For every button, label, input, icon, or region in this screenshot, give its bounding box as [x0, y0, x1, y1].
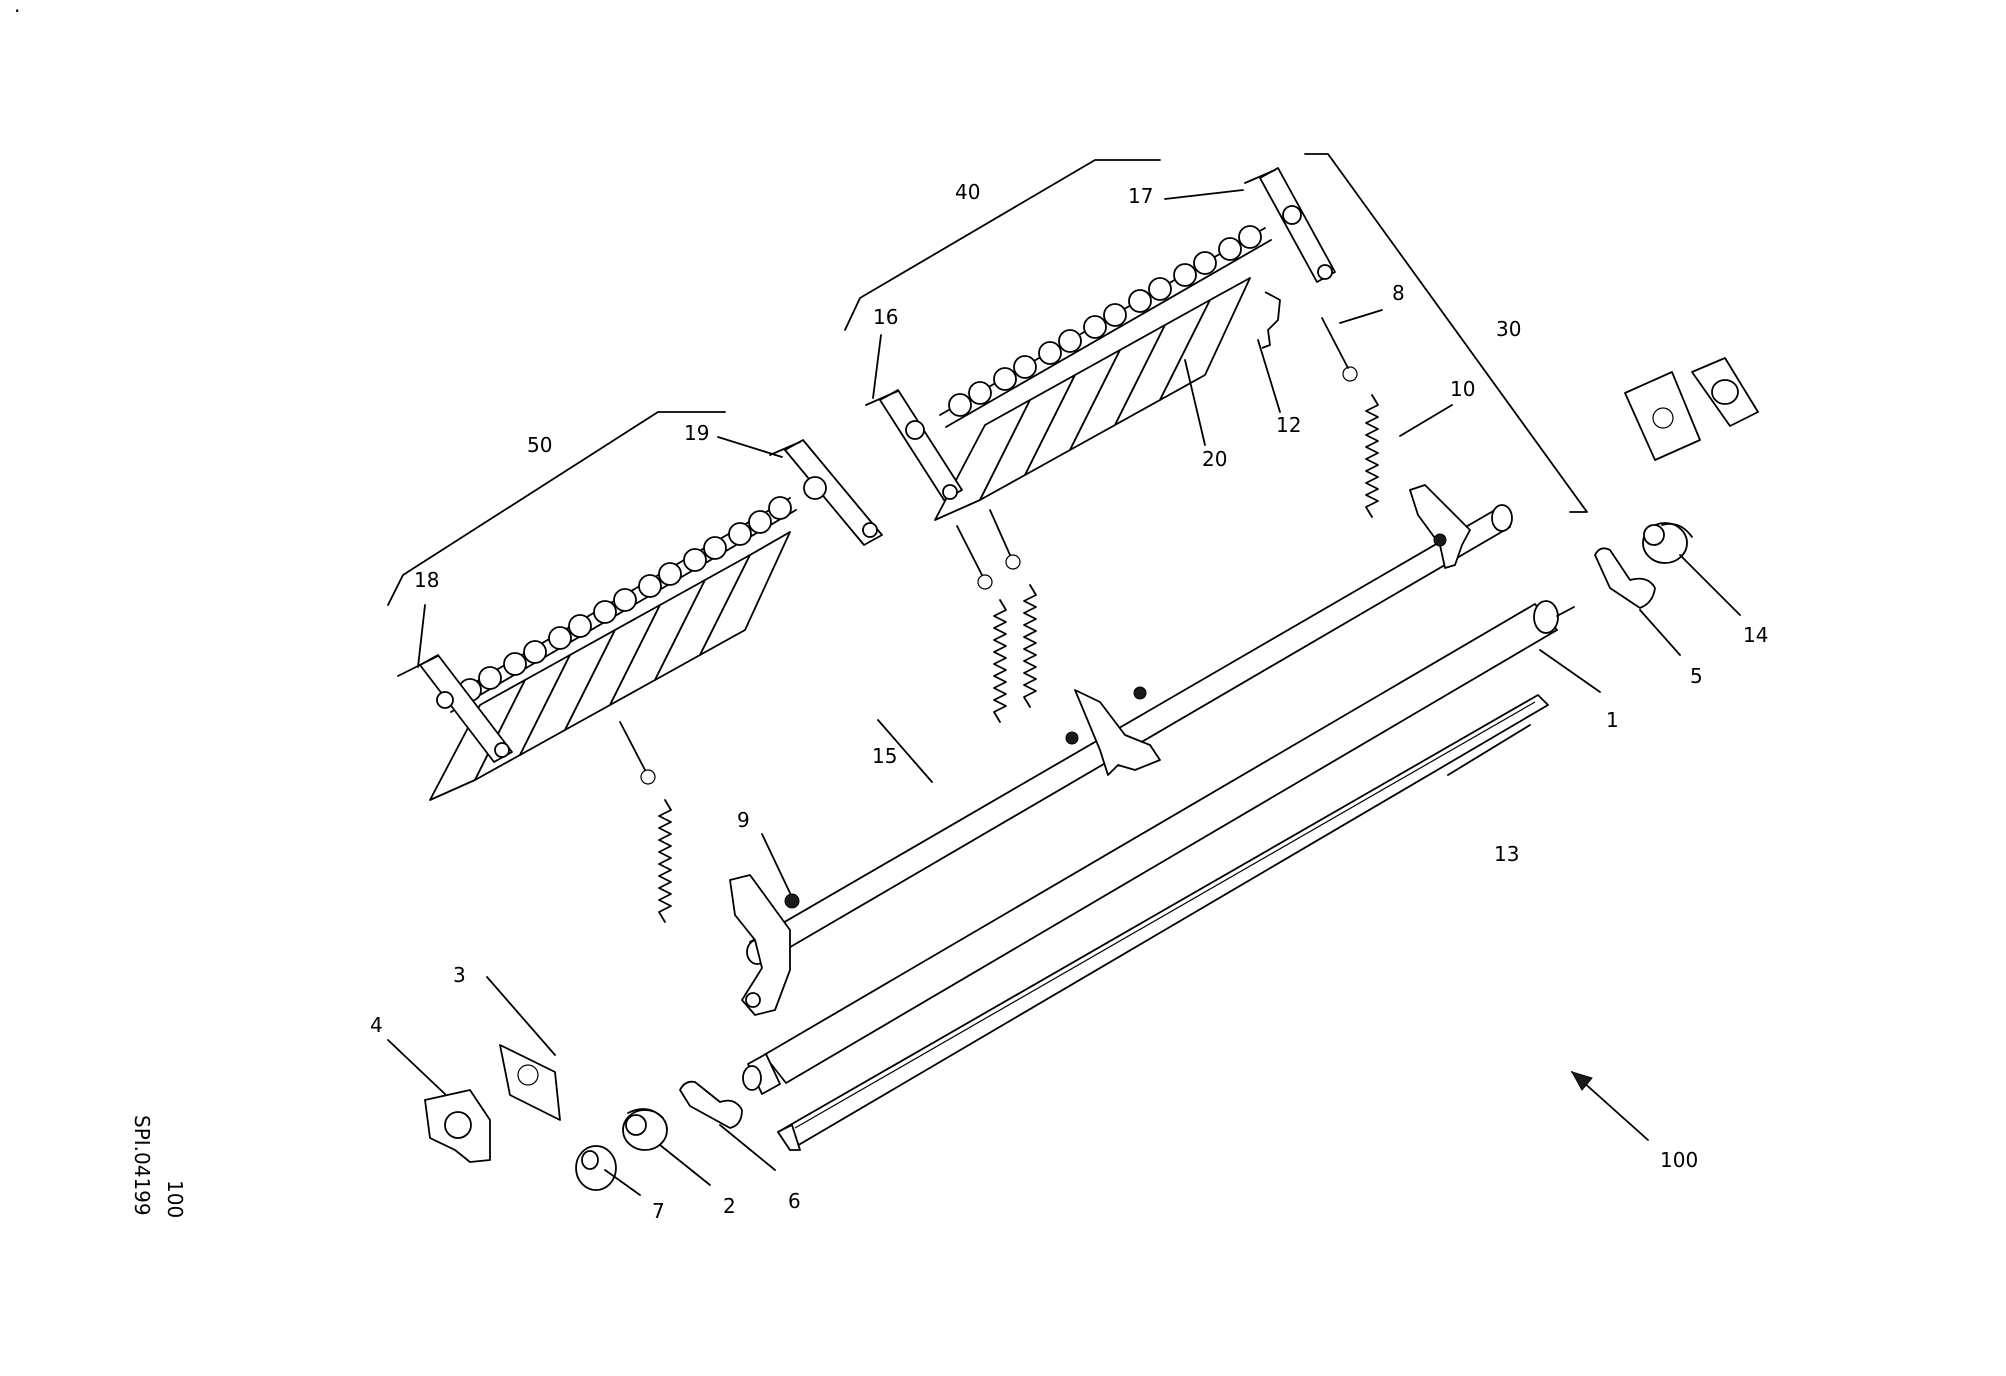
coil-spring-row	[948, 225, 1262, 417]
callout-7: 7	[652, 1199, 665, 1223]
assembly-bracket-50	[387, 411, 726, 606]
leader-lines	[387, 189, 1741, 1196]
callout-15: 15	[872, 744, 897, 768]
side-plate-19	[769, 439, 883, 546]
callout-3: 3	[453, 963, 466, 987]
callout-6: 6	[788, 1189, 801, 1213]
flap-blade	[429, 531, 791, 801]
side-plate-18	[397, 654, 513, 763]
flap-assembly-40	[865, 167, 1336, 521]
tension-spring-left	[658, 799, 672, 923]
callout-50: 50	[527, 433, 552, 457]
callout-40: 40	[955, 180, 980, 204]
callout-19: 19	[684, 421, 709, 445]
clip-6	[679, 1080, 743, 1129]
bracket-3	[499, 1044, 561, 1121]
nut-9	[784, 893, 800, 909]
callout-100: 100	[1660, 1148, 1698, 1172]
clip-2	[622, 1108, 668, 1151]
clip-5	[1594, 547, 1656, 609]
tension-spring-pair	[993, 584, 1037, 723]
callout-30: 30	[1496, 317, 1521, 341]
callout-12: 12	[1276, 413, 1301, 437]
spring-hook-left	[619, 721, 656, 785]
callout-5: 5	[1690, 664, 1703, 688]
bushing-14	[1642, 522, 1693, 564]
callout-4: 4	[370, 1013, 383, 1037]
coil-spring-row	[458, 496, 792, 702]
bearing-7	[575, 1145, 617, 1191]
side-plate-16	[865, 389, 963, 501]
flap-assembly-50	[397, 439, 883, 801]
side-plate-17	[1244, 167, 1336, 283]
shaft-15	[729, 484, 1513, 1016]
document-ref: 100	[163, 1180, 187, 1218]
document-code: SPI.04199	[130, 1115, 154, 1216]
assembly-bracket-40	[844, 159, 1161, 331]
callout-13: 13	[1494, 842, 1519, 866]
spring-hook-pair	[956, 509, 1021, 590]
callout-8: 8	[1392, 281, 1405, 305]
callout-16: 16	[873, 305, 898, 329]
bracket-4	[424, 1089, 491, 1163]
bracket-right-upper	[1624, 371, 1701, 461]
roller-1	[742, 600, 1575, 1095]
spring-hook-8	[1321, 317, 1358, 382]
bracket-12	[1261, 291, 1281, 349]
callout-9: 9	[737, 808, 750, 832]
callout-18: 18	[414, 568, 439, 592]
callout-labels: 1 2 3 4 5 6 7 8 9 10 12 13 14 15 16 17 1…	[370, 180, 1768, 1223]
tension-spring-10	[1365, 394, 1379, 518]
callout-10: 10	[1450, 377, 1475, 401]
callout-1: 1	[1606, 708, 1619, 732]
callout-20: 20	[1202, 447, 1227, 471]
assembly-bracket-30	[1304, 153, 1588, 513]
bracket-right-lower	[1691, 357, 1759, 427]
callout-2: 2	[723, 1194, 736, 1218]
blade-13	[777, 694, 1549, 1151]
corner-mark: .	[14, 0, 20, 17]
callout-14: 14	[1743, 623, 1768, 647]
callout-17: 17	[1128, 184, 1153, 208]
